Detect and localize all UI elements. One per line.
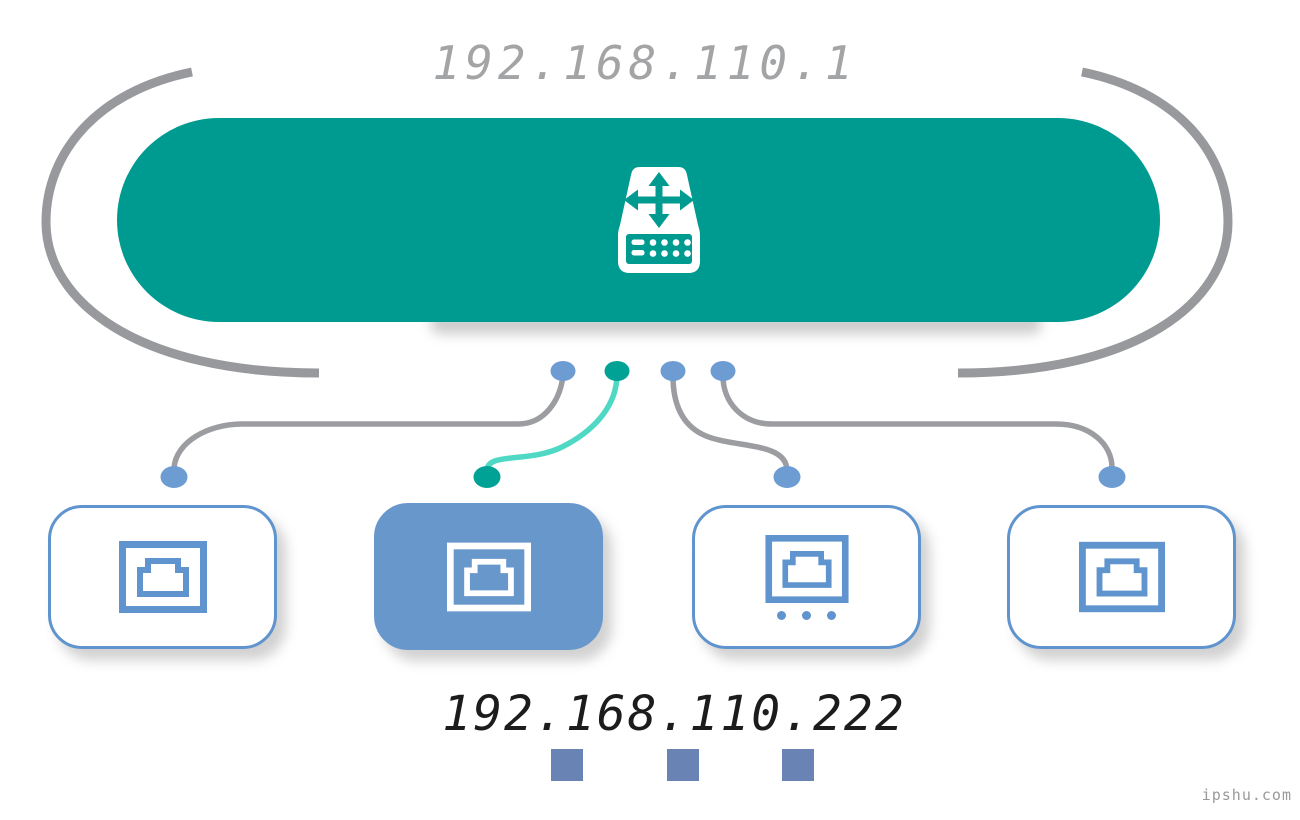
device-card-4[interactable] xyxy=(1007,505,1236,649)
device-card-2-highlighted[interactable] xyxy=(374,503,603,650)
ethernet-port-icon xyxy=(1078,541,1165,613)
switch-icon xyxy=(617,167,700,273)
port-dot-4 xyxy=(710,361,736,381)
device-dot-1 xyxy=(160,466,188,488)
device-card-3[interactable] xyxy=(692,505,921,649)
ethernet-port-icon xyxy=(446,542,531,611)
connection-curve-4 xyxy=(720,375,1115,469)
device-dot-2-active xyxy=(473,466,501,488)
device-dot-3 xyxy=(773,466,801,488)
right-bracket-arc xyxy=(957,67,1233,378)
connection-curve-3 xyxy=(670,375,790,471)
watermark: ipshu.com xyxy=(1201,786,1292,804)
square-decoration xyxy=(782,749,814,781)
more-devices-ellipsis-icon xyxy=(777,610,836,620)
gateway-node[interactable] xyxy=(117,118,1160,322)
cross-arrows-glyph xyxy=(623,172,694,228)
connection-curve-1 xyxy=(171,375,566,469)
client-squares-decoration xyxy=(551,749,814,781)
switch-panel-leds xyxy=(631,239,691,257)
square-decoration xyxy=(666,749,699,781)
switch-front-panel xyxy=(625,234,692,264)
gateway-ip-label: 192.168.110.1 xyxy=(432,36,858,90)
device-dot-4 xyxy=(1098,466,1126,488)
square-decoration xyxy=(551,749,583,781)
port-dot-3 xyxy=(660,361,686,381)
ethernet-port-icon xyxy=(764,534,849,603)
connection-curve-2-active xyxy=(484,375,620,471)
port-dot-2-active xyxy=(604,361,630,381)
client-ip-label: 192.168.110.222 xyxy=(442,686,906,742)
ethernet-port-icon xyxy=(118,541,207,613)
device-card-1[interactable] xyxy=(48,505,277,649)
port-dot-1 xyxy=(550,361,576,381)
left-bracket-arc xyxy=(41,67,320,378)
